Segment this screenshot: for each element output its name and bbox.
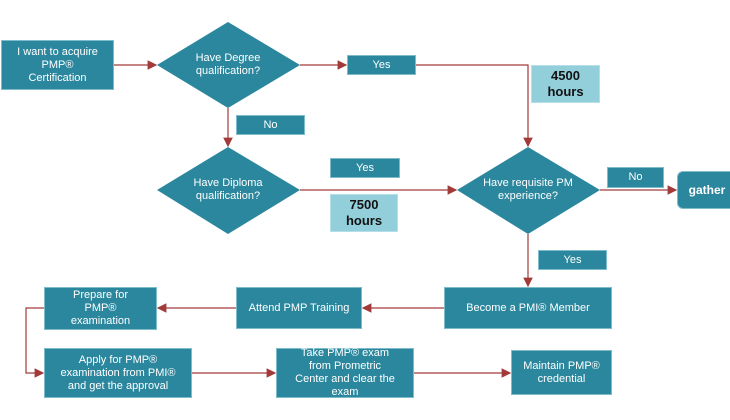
prepare-node: Prepare for PMP® examination bbox=[44, 287, 157, 330]
diploma-question: Have Diploma qualification? bbox=[193, 177, 263, 202]
arrow-yes-experience bbox=[416, 64, 533, 148]
member-node: Become a PMI® Member bbox=[444, 287, 612, 329]
diploma-yes-label: Yes bbox=[330, 158, 400, 178]
apply-node: Apply for PMP® examination from PMI® and… bbox=[44, 348, 192, 398]
exam-node: Take PMP® exam from Prometric Center and… bbox=[276, 347, 414, 398]
gather-node: gather bbox=[677, 171, 730, 209]
experience-no-label: No bbox=[607, 167, 664, 188]
degree-diamond bbox=[157, 22, 300, 108]
degree-question: Have Degree qualification? bbox=[195, 52, 261, 77]
degree-no-label: No bbox=[236, 115, 305, 135]
diploma-diamond bbox=[157, 147, 300, 234]
experience-yes-label: Yes bbox=[538, 250, 607, 270]
experience-question: Have requisite PM experience? bbox=[483, 177, 573, 202]
training-node: Attend PMP Training bbox=[236, 287, 362, 329]
hours-diploma-label: 7500 hours bbox=[330, 194, 398, 232]
experience-diamond bbox=[457, 147, 600, 234]
arrow-prepare-apply bbox=[25, 307, 45, 378]
maintain-node: Maintain PMP® credential bbox=[511, 350, 612, 395]
start-node: I want to acquire PMP® Certification bbox=[1, 40, 114, 90]
hours-degree-label: 4500 hours bbox=[531, 65, 600, 103]
degree-yes-label: Yes bbox=[347, 55, 416, 75]
